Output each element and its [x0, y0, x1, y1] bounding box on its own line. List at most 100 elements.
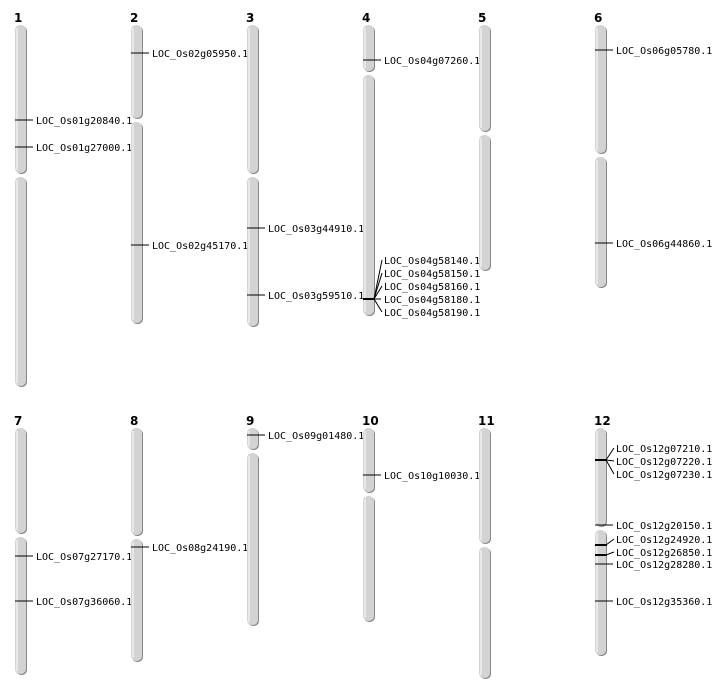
gene-marker: LOC_Os07g36060.1 [15, 597, 132, 608]
gene-marker: LOC_Os08g24190.1 [131, 543, 248, 554]
gene-label: LOC_Os04g58190.1 [384, 308, 480, 319]
gene-label: LOC_Os07g27170.1 [36, 552, 132, 563]
gene-label: LOC_Os12g07220.1 [616, 457, 712, 468]
gene-label: LOC_Os12g24920.1 [616, 535, 712, 546]
chromosome-highlight [364, 78, 366, 312]
chromosome-label: 10 [362, 414, 379, 428]
gene-marker: LOC_Os02g45170.1 [131, 241, 248, 252]
marker-leader [605, 459, 615, 475]
chromosome-highlight [132, 28, 134, 115]
chromosome-label: 9 [246, 414, 254, 428]
chromosome-highlight [16, 180, 18, 383]
gene-marker: LOC_Os12g35360.1 [595, 597, 712, 608]
chromosome-label: 7 [14, 414, 22, 428]
chromosome-highlight [364, 28, 366, 68]
gene-label: LOC_Os02g45170.1 [152, 241, 248, 252]
gene-marker: LOC_Os12g07220.1 [595, 457, 712, 468]
gene-label: LOC_Os04g58150.1 [384, 269, 480, 280]
gene-marker: LOC_Os03g59510.1 [247, 291, 364, 302]
gene-marker: LOC_Os06g44860.1 [595, 239, 712, 250]
gene-marker: LOC_Os02g05950.1 [131, 49, 248, 60]
chromosome-highlight [596, 533, 598, 652]
gene-label: LOC_Os12g20150.1 [616, 521, 712, 532]
chromosome-highlight [596, 160, 598, 284]
chromosome-5: 5 [478, 11, 491, 271]
gene-label: LOC_Os12g26850.1 [616, 548, 712, 559]
marker-leader [373, 259, 383, 300]
marker-leader [373, 272, 383, 300]
marker-leader [373, 298, 383, 313]
chromosome-highlight [16, 540, 18, 671]
chromosome-highlight [248, 28, 250, 170]
chromosome-highlight [480, 550, 482, 675]
chromosome-label: 2 [130, 11, 138, 25]
gene-marker: LOC_Os07g27170.1 [15, 552, 132, 563]
chromosome-highlight [364, 499, 366, 618]
chromosome-highlight [596, 28, 598, 150]
gene-marker: LOC_Os04g58190.1 [363, 298, 480, 319]
gene-marker: LOC_Os10g10030.1 [363, 471, 480, 482]
gene-marker: LOC_Os12g28280.1 [595, 560, 712, 571]
chromosome-highlight [16, 28, 18, 170]
chromosome-highlight [596, 431, 598, 523]
gene-label: LOC_Os06g44860.1 [616, 239, 712, 250]
chromosome-12: 12LOC_Os12g07210.1LOC_Os12g07220.1LOC_Os… [594, 414, 712, 656]
chromosome-highlight [132, 125, 134, 320]
chromosome-label: 11 [478, 414, 495, 428]
marker-leader [373, 285, 383, 300]
gene-label: LOC_Os07g36060.1 [36, 597, 132, 608]
chromosome-label: 5 [478, 11, 486, 25]
chromosome-highlight [248, 456, 250, 622]
gene-marker: LOC_Os12g20150.1 [595, 521, 712, 532]
chromosome-label: 8 [130, 414, 138, 428]
gene-label: LOC_Os10g10030.1 [384, 471, 480, 482]
gene-label: LOC_Os12g07210.1 [616, 444, 712, 455]
gene-label: LOC_Os01g20840.1 [36, 116, 132, 127]
gene-label: LOC_Os02g05950.1 [152, 49, 248, 60]
gene-label: LOC_Os04g58160.1 [384, 282, 480, 293]
chromosome-highlight [248, 180, 250, 323]
gene-label: LOC_Os03g59510.1 [268, 291, 364, 302]
gene-marker: LOC_Os12g26850.1 [595, 548, 712, 559]
chromosome-label: 12 [594, 414, 611, 428]
gene-label: LOC_Os12g28280.1 [616, 560, 712, 571]
chromosome-highlight [480, 138, 482, 267]
gene-marker: LOC_Os01g27000.1 [15, 143, 132, 154]
gene-marker: LOC_Os03g44910.1 [247, 224, 364, 235]
gene-label: LOC_Os04g07260.1 [384, 56, 480, 67]
gene-marker: LOC_Os04g07260.1 [363, 56, 480, 67]
gene-label: LOC_Os08g24190.1 [152, 543, 248, 554]
gene-marker: LOC_Os09g01480.1 [247, 431, 364, 442]
chromosome-label: 3 [246, 11, 254, 25]
gene-label: LOC_Os09g01480.1 [268, 431, 364, 442]
chromosome-highlight [480, 431, 482, 540]
gene-label: LOC_Os04g58140.1 [384, 256, 480, 267]
gene-marker: LOC_Os12g24920.1 [595, 535, 712, 546]
gene-marker: LOC_Os04g58180.1 [363, 295, 480, 306]
chromosome-label: 6 [594, 11, 602, 25]
chromosome-highlight [480, 28, 482, 128]
chromosome-highlight [132, 542, 134, 658]
marker-leader [605, 538, 615, 546]
chromosome-label: 1 [14, 11, 22, 25]
chromosome-highlight [364, 431, 366, 489]
gene-label: LOC_Os12g07230.1 [616, 470, 712, 481]
chromosome-highlight [132, 431, 134, 532]
gene-label: LOC_Os01g27000.1 [36, 143, 132, 154]
chromosome-4: 4LOC_Os04g07260.1LOC_Os04g58140.1LOC_Os0… [362, 11, 480, 319]
gene-label: LOC_Os12g35360.1 [616, 597, 712, 608]
marker-leader [605, 447, 615, 461]
marker-leader [605, 551, 615, 556]
gene-marker: LOC_Os12g07230.1 [595, 459, 712, 481]
gene-marker: LOC_Os01g20840.1 [15, 116, 132, 127]
chromosome-highlight [248, 431, 250, 446]
gene-marker: LOC_Os06g05780.1 [595, 46, 712, 57]
